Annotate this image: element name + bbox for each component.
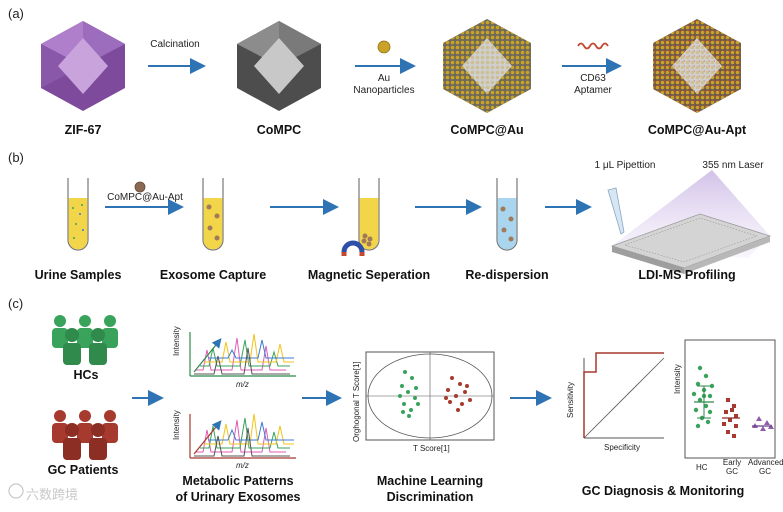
stage-magnetic-separation: Magnetic Seperation — [307, 268, 431, 282]
spectra-gc-xlabel: m/z — [236, 461, 249, 470]
gc-patients-people-icon — [52, 410, 118, 460]
compc-au-apt-crystal-icon — [653, 19, 741, 113]
cd63-label: CD63 — [580, 73, 606, 84]
panel-c-label: (c) — [8, 296, 24, 311]
probe-label: CoMPC@Au-Apt — [107, 192, 183, 203]
roc-plot — [583, 352, 665, 439]
compc-au-label: CoMPC@Au — [450, 123, 524, 137]
scatter-ylabel: Intensity — [673, 364, 682, 394]
scatter-group-early-gc: Early GC — [722, 458, 742, 476]
spectra-gc-plot — [189, 413, 296, 459]
calcination-label: Calcination — [150, 39, 200, 50]
roc-xlabel: Specificity — [604, 443, 641, 452]
hcs-people-icon — [52, 315, 118, 365]
stage-urine-samples: Urine Samples — [34, 268, 122, 282]
au-label: Au — [377, 73, 391, 84]
pca-score-plot — [365, 351, 495, 441]
magnet-icon — [341, 240, 365, 256]
spectra-gc-ylabel: Intensity — [172, 410, 181, 440]
aptamer-icon — [577, 42, 609, 50]
au-nanoparticle-icon — [377, 40, 391, 54]
stage-exosome-capture: Exosome Capture — [159, 268, 267, 282]
spectra-hc-plot — [189, 332, 296, 377]
patterns-title-line2: of Urinary Exosomes — [175, 490, 301, 504]
aptamer-label: Aptamer — [574, 85, 612, 96]
scatter-group-hc: HC — [696, 463, 708, 472]
spectra-hc-xlabel: m/z — [236, 380, 249, 389]
intensity-scatter-plot — [684, 339, 776, 459]
panel-b-label: (b) — [8, 150, 24, 165]
pca-xlabel: T Score[1] — [413, 444, 450, 453]
watermark-logo-icon — [8, 483, 24, 499]
pipette-label: 1 μL Pipettion — [594, 160, 656, 171]
roc-ylabel: Sensitivity — [566, 381, 575, 418]
compc-au-crystal-icon — [443, 19, 531, 113]
redispersion-tube-icon — [496, 178, 518, 251]
ml-title-line1: Machine Learning — [376, 474, 484, 488]
compc-label: CoMPC — [256, 123, 302, 137]
ml-title-line2: Discrimination — [386, 490, 474, 504]
pipette-icon — [607, 187, 625, 235]
compc-au-apt-label: CoMPC@Au-Apt — [647, 123, 747, 137]
diagnosis-title: GC Diagnosis & Monitoring — [581, 484, 745, 498]
probe-particle-icon — [134, 181, 146, 193]
scatter-group-advanced-gc: Advanced GC — [748, 458, 783, 476]
group-gc-patients-label: GC Patients — [47, 463, 119, 477]
stage-redispersion: Re-dispersion — [465, 268, 549, 282]
ldi-ms-plate-icon — [610, 170, 772, 274]
compc-crystal-icon — [237, 21, 321, 111]
patterns-title-line1: Metabolic Patterns — [182, 474, 294, 488]
group-hcs-label: HCs — [73, 368, 99, 382]
panel-a-label: (a) — [8, 6, 24, 21]
laser-label: 355 nm Laser — [702, 160, 764, 171]
nanoparticles-label: Nanoparticles — [353, 85, 415, 96]
stage-ldi-ms-profiling: LDI-MS Profiling — [638, 268, 736, 282]
zif67-crystal-icon — [41, 21, 125, 111]
watermark-text: 六数跨境 — [26, 487, 79, 502]
capture-tube-icon — [202, 178, 224, 251]
urine-tube-icon — [67, 178, 89, 251]
spectra-hc-ylabel: Intensity — [172, 326, 181, 356]
pca-ylabel: Orghogonal T Score[1] — [352, 361, 361, 442]
zif67-label: ZIF-67 — [64, 123, 102, 137]
magnetic-tube-icon — [358, 178, 380, 251]
